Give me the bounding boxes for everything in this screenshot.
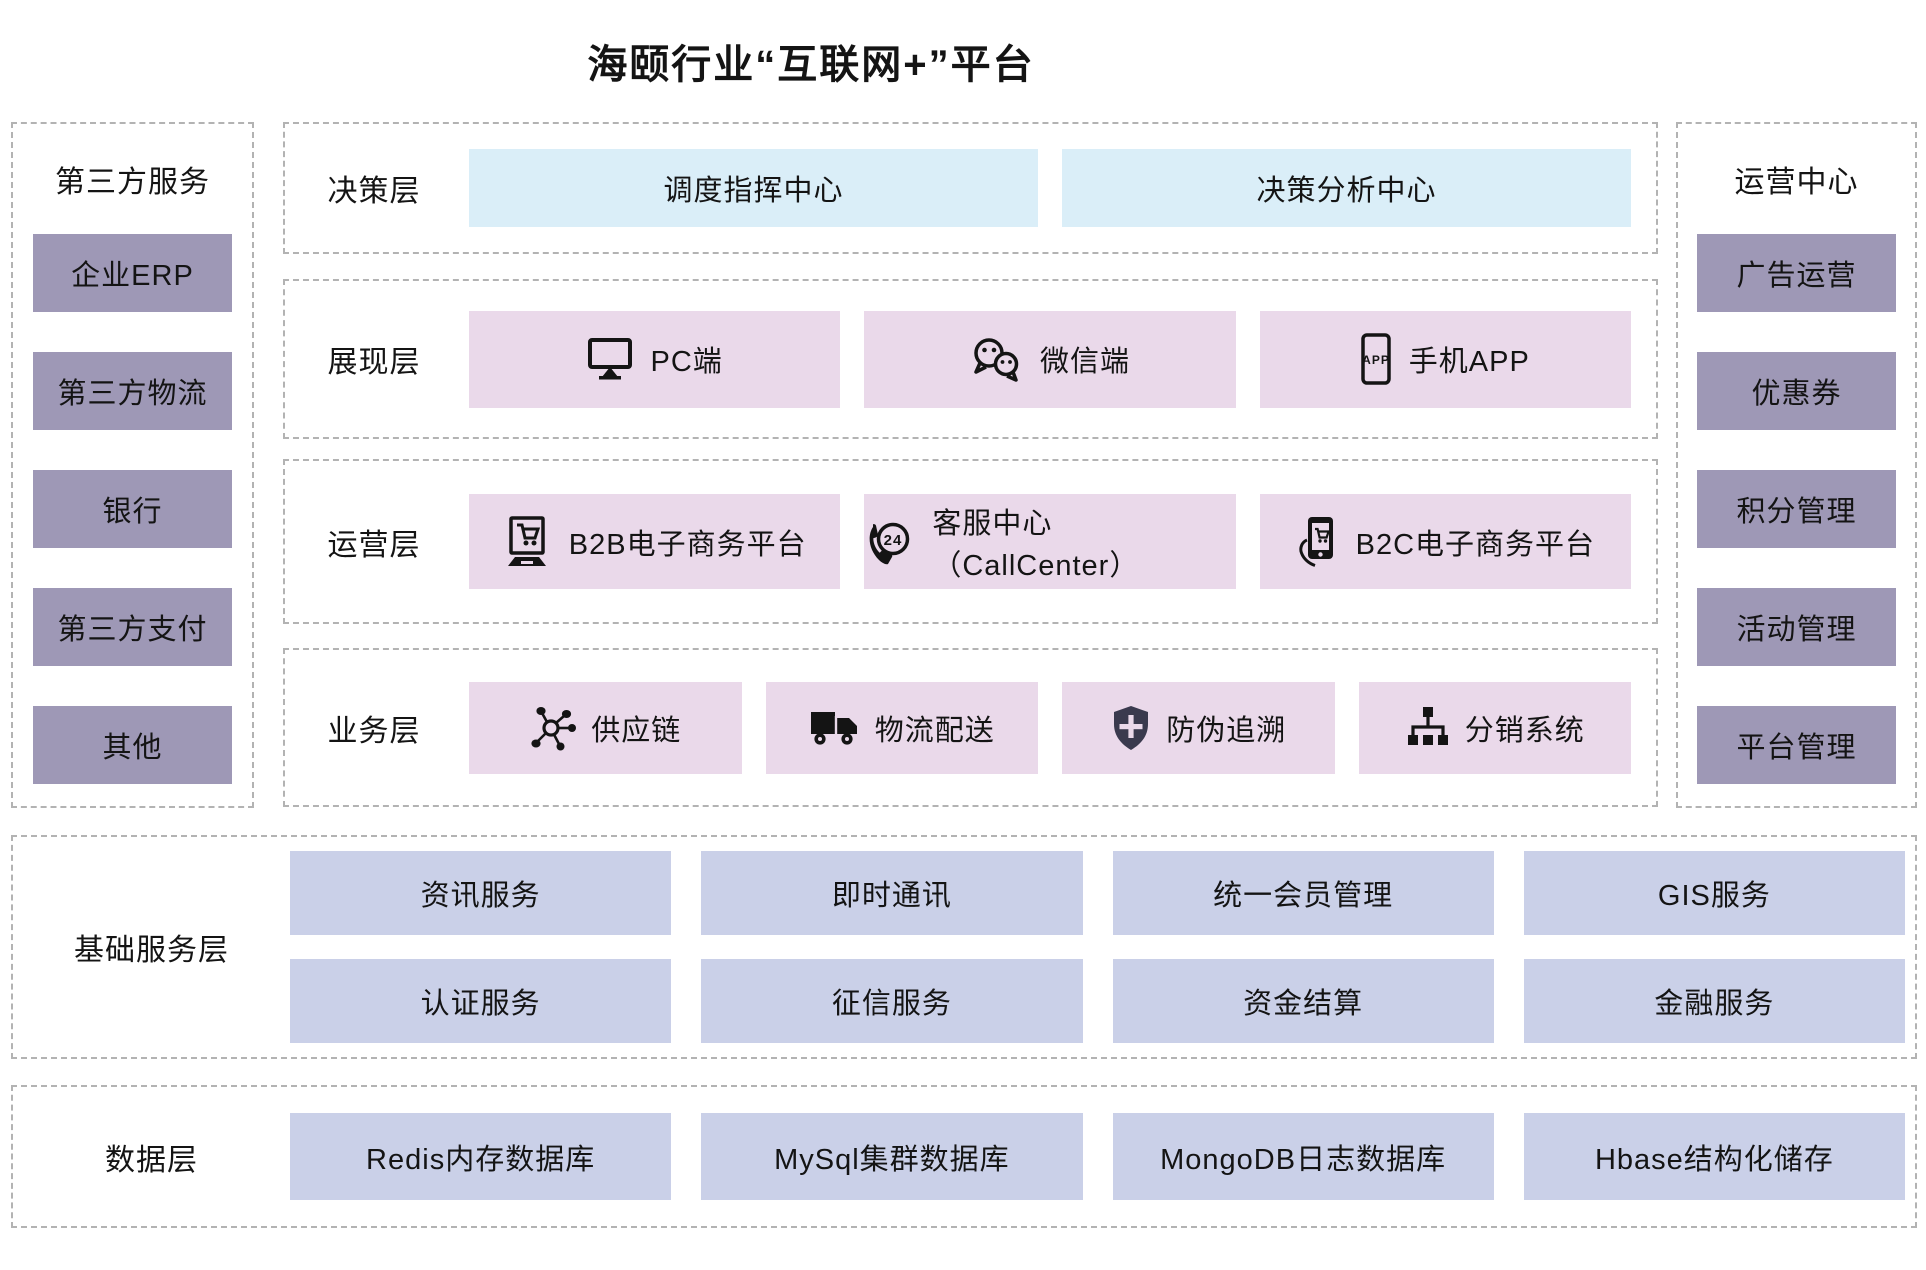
third-party-services-panel: 第三方服务 企业ERP 第三方物流 银行 第三方支付 其他 [11, 122, 254, 808]
operation-layer-label: 运营层 [327, 528, 421, 562]
operation-center-panel: 运营中心 广告运营 优惠券 积分管理 活动管理 平台管理 [1676, 122, 1917, 808]
base-service-im: 即时通讯 [701, 851, 1083, 935]
mobile-app-box: APP 手机APP [1259, 310, 1631, 408]
data-redis: Redis内存数据库 [290, 1113, 672, 1200]
operation-item-coupon: 优惠券 [1697, 352, 1896, 430]
operation-item-ads: 广告运营 [1697, 234, 1896, 312]
third-party-item-bank: 银行 [33, 470, 232, 548]
wechat-client-label: 微信端 [1039, 346, 1130, 378]
supply-chain-label: 供应链 [591, 714, 682, 747]
b2c-platform-label: B2C电子商务平台 [1355, 528, 1596, 561]
dispatch-command-center-box: 调度指挥中心 [469, 149, 1038, 227]
base-service-finance: 金融服务 [1523, 959, 1905, 1043]
supply-chain-box: 供应链 [469, 681, 742, 774]
third-party-items: 企业ERP 第三方物流 银行 第三方支付 其他 [33, 234, 232, 784]
top-section: 第三方服务 企业ERP 第三方物流 银行 第三方支付 其他 决策层 调度指挥中心… [11, 122, 1917, 808]
base-service-credit: 征信服务 [701, 959, 1083, 1043]
decision-layer-row: 决策层 调度指挥中心 决策分析中心 [283, 122, 1658, 254]
operation-center-items: 广告运营 优惠券 积分管理 活动管理 平台管理 [1697, 234, 1896, 784]
distribution-sitemap-icon [1405, 705, 1451, 751]
distribution-label: 分销系统 [1464, 714, 1585, 747]
pc-client-box: PC端 [469, 310, 841, 408]
base-service-news: 资讯服务 [290, 851, 672, 935]
anti-counterfeit-shield-icon [1110, 704, 1152, 752]
base-service-grid: 资讯服务 即时通讯 统一会员管理 GIS服务 认证服务 征信服务 资金结算 金融… [290, 851, 1915, 1043]
anti-counterfeit-label: 防伪追溯 [1166, 714, 1287, 747]
page-title: 海颐行业“互联网+”平台 [587, 43, 1035, 87]
svg-text:APP: APP [1362, 353, 1390, 367]
base-service-auth: 认证服务 [290, 959, 672, 1043]
b2c-platform-box: B2C电子商务平台 [1259, 494, 1631, 589]
data-hbase: Hbase结构化储存 [1523, 1113, 1905, 1200]
anti-counterfeit-box: 防伪追溯 [1062, 681, 1335, 774]
operation-layer-row: 运营层 B2B电子商务平台 [283, 459, 1658, 624]
data-layer-section: 数据层 Redis内存数据库 MySql集群数据库 MongoDB日志数据库 H… [11, 1085, 1917, 1228]
operation-item-points: 积分管理 [1697, 470, 1896, 548]
third-party-item-payment: 第三方支付 [33, 588, 232, 666]
data-layer-grid: Redis内存数据库 MySql集群数据库 MongoDB日志数据库 Hbase… [290, 1113, 1915, 1200]
mobile-app-label: 手机APP [1408, 346, 1530, 378]
pc-client-label: PC端 [650, 346, 723, 378]
layer-rows: 决策层 调度指挥中心 决策分析中心 展现层 PC端 [283, 122, 1658, 808]
third-party-item-other: 其他 [33, 706, 232, 784]
base-service-gis: GIS服务 [1523, 851, 1905, 935]
data-mongodb: MongoDB日志数据库 [1112, 1113, 1494, 1200]
business-layer-row: 业务层 [283, 648, 1658, 807]
logistics-box: 物流配送 [765, 681, 1038, 774]
operation-item-platform: 平台管理 [1697, 706, 1896, 784]
callcenter-label: 客服中心（CallCenter） [932, 507, 1140, 582]
operation-item-activity: 活动管理 [1697, 588, 1896, 666]
supply-chain-icon [529, 705, 577, 751]
third-party-panel-title: 第三方服务 [55, 166, 210, 199]
data-mysql: MySql集群数据库 [701, 1113, 1083, 1200]
presentation-layer-label: 展现层 [327, 346, 421, 379]
third-party-item-logistics: 第三方物流 [33, 352, 232, 430]
decision-analysis-center-box: 决策分析中心 [1062, 149, 1631, 227]
phone-app-icon: APP [1361, 333, 1391, 385]
wechat-icon [970, 336, 1022, 382]
data-layer-label: 数据层 [105, 1143, 198, 1177]
presentation-layer-row: 展现层 PC端 [283, 279, 1658, 439]
callcenter-box: 24 客服中心（CallCenter） [864, 494, 1236, 589]
svg-text:24: 24 [884, 532, 903, 549]
logistics-truck-icon [809, 707, 861, 749]
b2c-ecommerce-icon [1296, 515, 1338, 569]
distribution-box: 分销系统 [1358, 681, 1631, 774]
b2b-platform-label: B2B电子商务平台 [568, 528, 807, 561]
wechat-client-box: 微信端 [864, 310, 1236, 408]
operation-center-title: 运营中心 [1734, 166, 1859, 199]
b2b-ecommerce-icon [503, 515, 551, 568]
logistics-label: 物流配送 [874, 714, 995, 747]
monitor-icon [587, 337, 633, 381]
base-service-settlement: 资金结算 [1112, 959, 1494, 1043]
business-layer-label: 业务层 [327, 714, 421, 748]
third-party-item-erp: 企业ERP [33, 234, 232, 312]
b2b-platform-box: B2B电子商务平台 [469, 494, 841, 589]
callcenter-24-icon: 24 [864, 518, 914, 566]
base-service-layer-section: 基础服务层 资讯服务 即时通讯 统一会员管理 GIS服务 认证服务 征信服务 资… [11, 835, 1917, 1059]
base-service-member: 统一会员管理 [1112, 851, 1494, 935]
decision-layer-label: 决策层 [327, 175, 421, 208]
base-service-layer-label: 基础服务层 [74, 934, 229, 967]
